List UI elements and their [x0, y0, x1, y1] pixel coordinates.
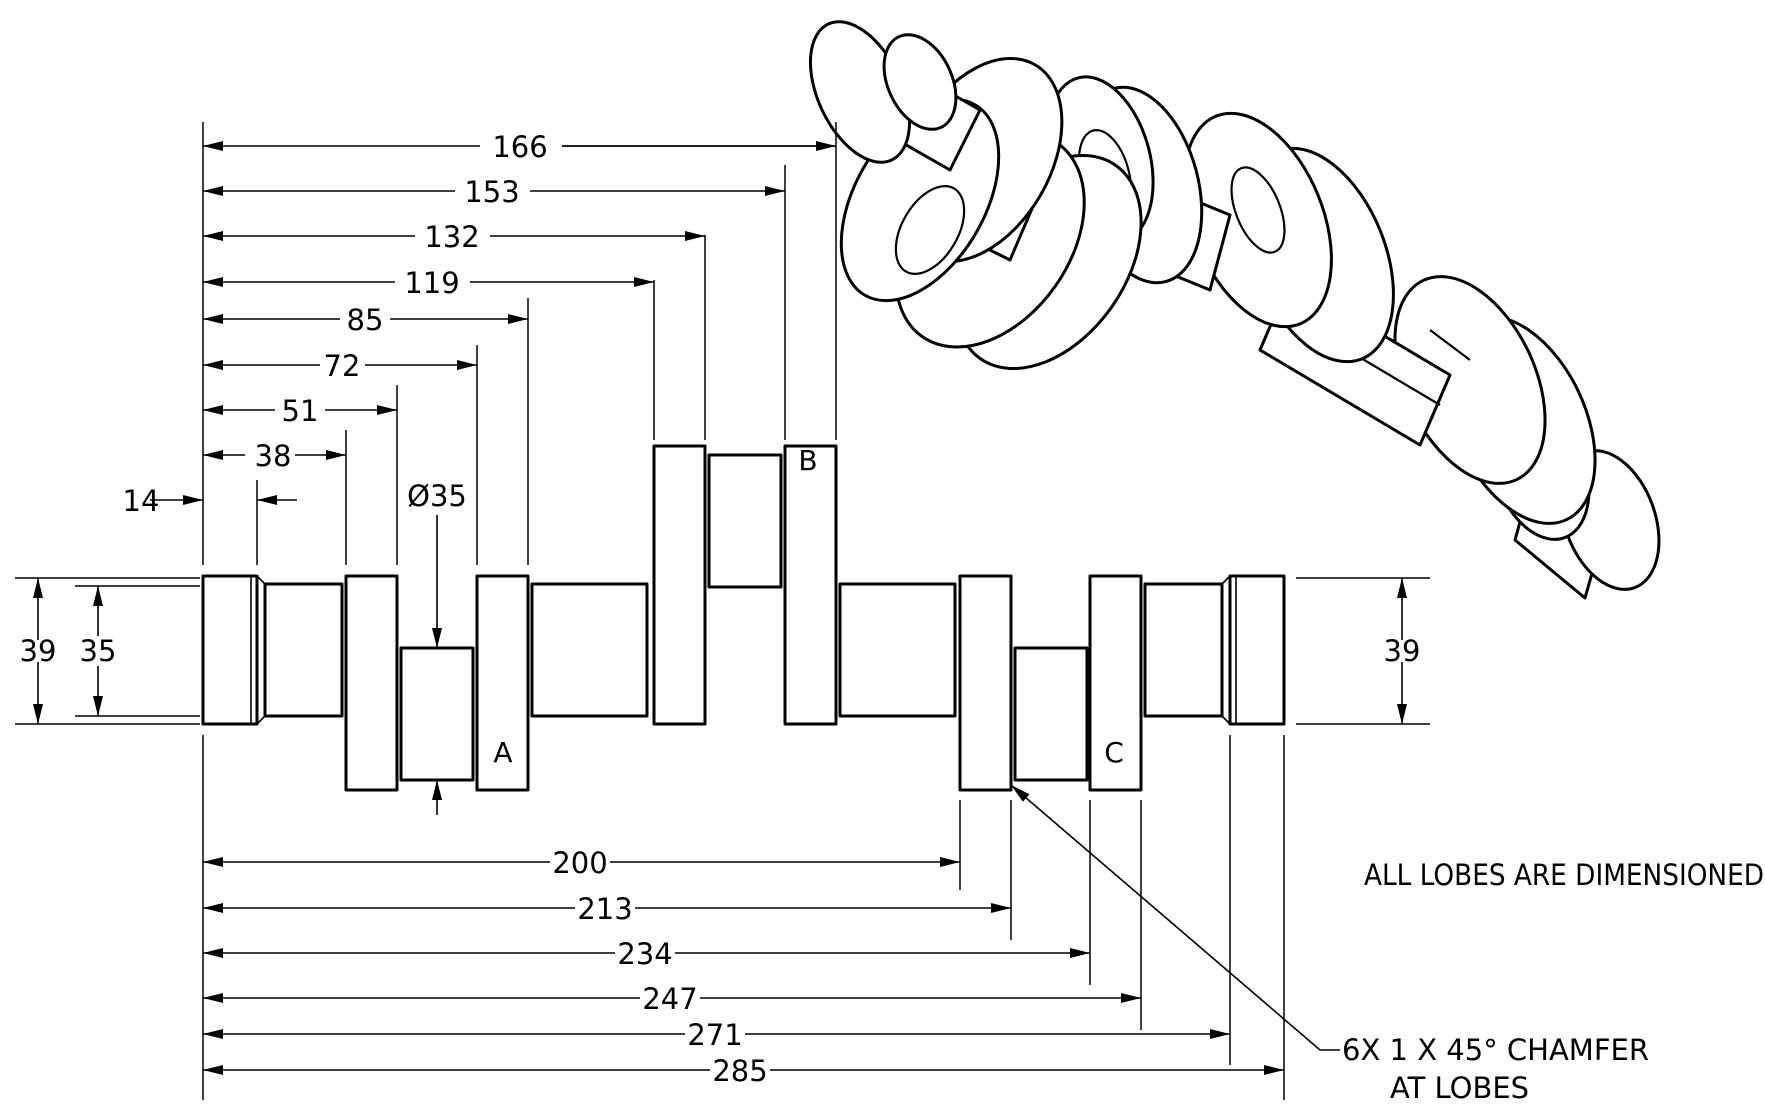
end-journal-right — [1228, 574, 1286, 726]
height-39-right: 39 — [1384, 634, 1421, 668]
main-journal-1 — [263, 582, 344, 718]
main-journal-2 — [530, 582, 649, 718]
front-view — [201, 444, 1286, 792]
end-journal-left — [201, 574, 259, 726]
iso-lobe-right — [1393, 275, 1597, 525]
dim-72: 72 — [324, 349, 361, 383]
dim-247: 247 — [642, 982, 697, 1016]
isometric-view — [808, 20, 1661, 600]
dim-200: 200 — [552, 846, 607, 880]
chamfer-note-line2: AT LOBES — [1390, 1071, 1529, 1105]
chamfer-leader — [1010, 784, 1340, 1051]
crankpin-a — [399, 646, 475, 782]
lobe-label-b: B — [798, 444, 817, 477]
web-2 — [475, 574, 530, 792]
web-4 — [783, 444, 838, 726]
dim-85: 85 — [347, 303, 384, 337]
web-3 — [652, 444, 707, 726]
diameter-35: Ø35 — [407, 479, 467, 513]
iso-end-shaft-left — [808, 20, 982, 172]
web-6 — [1088, 574, 1143, 792]
dim-119: 119 — [404, 266, 459, 300]
dim-285: 285 — [712, 1054, 767, 1088]
main-journal-3 — [838, 582, 957, 718]
height-39-left: 39 — [20, 634, 57, 668]
height-35-left: 35 — [80, 634, 117, 668]
dim-153: 153 — [464, 175, 519, 209]
dim-132: 132 — [424, 220, 479, 254]
top-dimension-lines — [150, 146, 836, 505]
lobe-label-a: A — [493, 736, 512, 769]
extension-lines — [15, 122, 1430, 1100]
lobes-note: ALL LOBES ARE DIMENSIONED — [1364, 858, 1764, 892]
lobe-label-c: C — [1104, 736, 1124, 769]
web-5 — [958, 574, 1013, 792]
main-journal-4 — [1143, 582, 1224, 718]
chamfer-note-line1: 6X 1 X 45° CHAMFER — [1342, 1033, 1649, 1067]
dim-213: 213 — [577, 892, 632, 926]
dim-166: 166 — [492, 130, 547, 164]
web-1 — [344, 574, 399, 792]
height-dimension-lines — [33, 578, 1407, 724]
dim-38: 38 — [255, 439, 292, 473]
dim-271: 271 — [687, 1018, 742, 1052]
dim-14: 14 — [123, 484, 160, 518]
crankpin-b — [707, 453, 783, 589]
crankpin-c — [1013, 646, 1089, 782]
bottom-dimension-lines — [203, 857, 1284, 1075]
dim-51: 51 — [282, 394, 319, 428]
dim-234: 234 — [617, 937, 672, 971]
